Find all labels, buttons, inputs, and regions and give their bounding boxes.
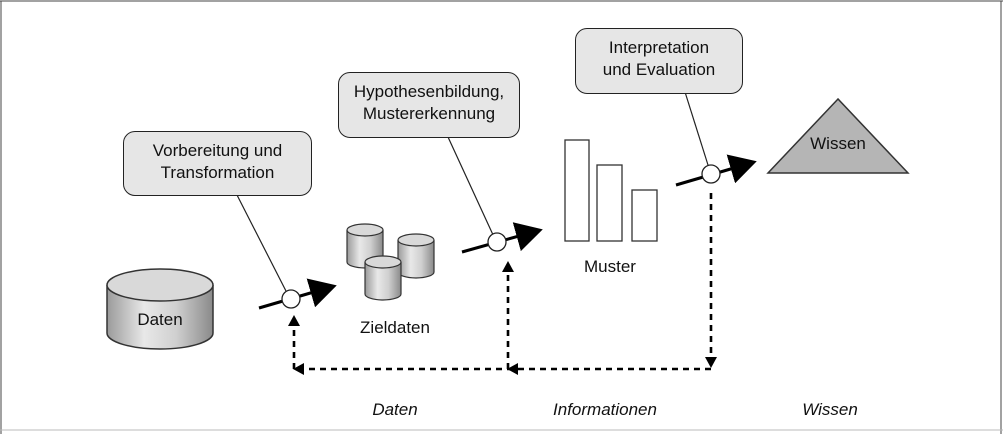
zieldaten-cylinder-3 <box>364 255 402 301</box>
feedback-arrowhead-up-2 <box>502 261 514 272</box>
muster-bar-2 <box>596 164 623 242</box>
daten-cylinder <box>106 268 214 350</box>
hypo-callout-line1: Hypothesenbildung, <box>353 82 505 101</box>
muster-bar-3 <box>631 189 658 242</box>
step-circle-3 <box>701 164 721 184</box>
feedback-arrowhead-down <box>705 357 717 368</box>
feedback-arrowhead-left-1 <box>293 363 304 375</box>
interp-callout-line2: und Evaluation <box>602 60 716 79</box>
prep-callout-connector <box>236 194 288 294</box>
stage-label-daten: Daten <box>372 400 418 419</box>
stage-label-informationen: Informationen <box>553 400 657 419</box>
muster-label: Muster <box>584 257 636 276</box>
hypo-callout-line2: Mustererkennung <box>362 104 496 123</box>
prep-callout-line1: Vorbereitung und <box>152 141 283 160</box>
wissen-node-label: Wissen <box>810 134 866 153</box>
stage-label-wissen: Wissen <box>802 400 858 419</box>
step-circle-2 <box>487 232 507 252</box>
feedback-dashed-path <box>292 193 713 371</box>
wissen-triangle <box>766 97 910 174</box>
prep-callout-line2: Transformation <box>160 163 275 182</box>
interp-callout: Interpretation und Evaluation <box>575 28 743 94</box>
feedback-arrowhead-up-1 <box>288 315 300 326</box>
muster-bar-1 <box>564 139 590 242</box>
hypo-callout-connector <box>447 136 495 238</box>
interp-callout-line1: Interpretation <box>608 38 710 57</box>
zieldaten-cylinder-2 <box>397 233 435 279</box>
hypo-callout: Hypothesenbildung, Mustererkennung <box>338 72 520 138</box>
feedback-arrowhead-left-2 <box>507 363 518 375</box>
interp-callout-connector <box>684 91 709 166</box>
prep-callout: Vorbereitung und Transformation <box>123 131 312 196</box>
daten-node-label: Daten <box>137 310 183 329</box>
step-circle-1 <box>281 289 301 309</box>
zieldaten-label: Zieldaten <box>360 318 430 337</box>
